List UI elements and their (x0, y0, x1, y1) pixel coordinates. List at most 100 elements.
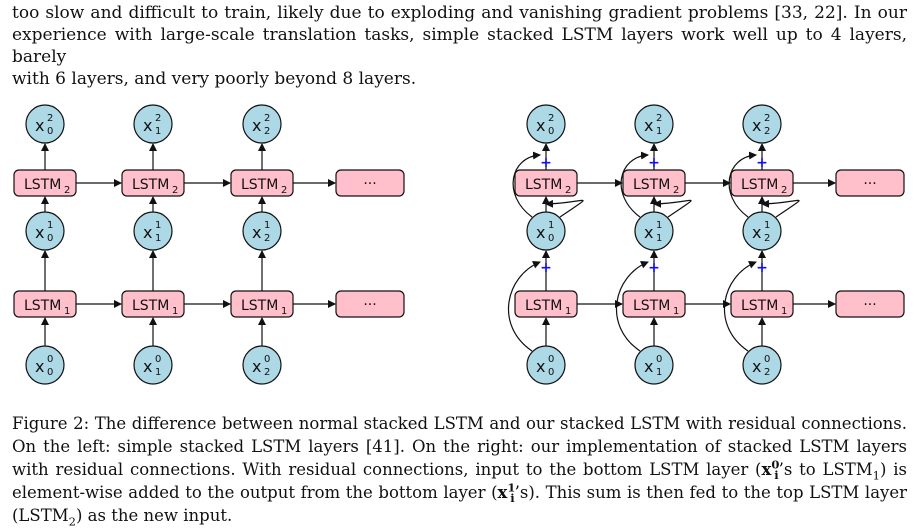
svg-text:2: 2 (264, 233, 270, 244)
plus-sign: + (648, 155, 660, 171)
svg-text:0: 0 (764, 354, 770, 365)
svg-text:1: 1 (155, 367, 161, 378)
svg-text:x: x (644, 357, 653, 376)
svg-text:0: 0 (656, 354, 662, 365)
svg-text:x: x (35, 223, 44, 242)
svg-text:LSTM: LSTM (241, 298, 278, 314)
svg-text:1: 1 (172, 306, 178, 317)
residual-arrow (545, 199, 584, 218)
caption-line: (LSTM2) as the new input. (12, 506, 233, 529)
svg-text:2: 2 (673, 185, 679, 196)
svg-text:LSTM: LSTM (24, 177, 61, 193)
svg-text:2: 2 (264, 113, 270, 124)
caption-line: On the left: simple stacked LSTM layers … (12, 437, 907, 456)
svg-text:LSTM: LSTM (633, 298, 670, 314)
svg-text:x: x (536, 223, 545, 242)
paragraph-line: experience with large-scale translation … (12, 25, 907, 67)
svg-text:0: 0 (47, 367, 53, 378)
residual-arrow (620, 151, 649, 218)
svg-text:0: 0 (264, 354, 270, 365)
caption-line: element-wise added to the output from th… (12, 480, 908, 506)
ellipsis-box: ··· (335, 290, 405, 318)
plus-sign: + (756, 260, 768, 276)
residual-arrow (512, 151, 541, 218)
svg-text:x: x (143, 223, 152, 242)
svg-text:0: 0 (47, 233, 53, 244)
svg-text:1: 1 (656, 233, 662, 244)
residual-arrow (723, 260, 757, 352)
svg-text:1: 1 (565, 306, 571, 317)
svg-text:1: 1 (281, 306, 287, 317)
plus-sign: + (756, 155, 768, 171)
svg-text:2: 2 (764, 233, 770, 244)
figure-caption: Figure 2: The difference between normal … (12, 412, 907, 527)
svg-text:x: x (252, 223, 261, 242)
svg-text:2: 2 (764, 367, 770, 378)
svg-text:1: 1 (155, 126, 161, 137)
svg-text:2: 2 (264, 126, 270, 137)
svg-text:1: 1 (64, 306, 70, 317)
residual-arrow (653, 199, 692, 218)
svg-text:x: x (752, 357, 761, 376)
svg-text:···: ··· (363, 297, 376, 313)
svg-text:x: x (752, 223, 761, 242)
svg-text:1: 1 (656, 367, 662, 378)
residual-arrow (615, 260, 649, 352)
svg-text:2: 2 (64, 185, 70, 196)
svg-text:LSTM: LSTM (24, 298, 61, 314)
svg-text:0: 0 (548, 233, 554, 244)
residual-arrow (728, 151, 757, 218)
svg-text:1: 1 (47, 220, 53, 231)
svg-text:LSTM: LSTM (741, 177, 778, 193)
svg-text:0: 0 (548, 367, 554, 378)
svg-text:LSTM: LSTM (132, 177, 169, 193)
paragraph-line: with 6 layers, and very poorly beyond 8 … (12, 69, 417, 89)
plus-sign: + (540, 260, 552, 276)
residual-arrow (761, 199, 800, 218)
ellipsis-box: ··· (835, 169, 905, 197)
svg-text:LSTM: LSTM (633, 177, 670, 193)
plus-sign: + (648, 260, 660, 276)
svg-text:1: 1 (673, 306, 679, 317)
svg-text:x: x (536, 357, 545, 376)
svg-text:x: x (143, 357, 152, 376)
svg-text:LSTM: LSTM (525, 298, 562, 314)
svg-text:2: 2 (656, 113, 662, 124)
svg-text:1: 1 (155, 220, 161, 231)
svg-text:1: 1 (155, 233, 161, 244)
svg-text:2: 2 (565, 185, 571, 196)
svg-text:1: 1 (548, 220, 554, 231)
svg-text:x: x (536, 116, 545, 135)
ellipsis-box: ··· (835, 290, 905, 318)
svg-text:1: 1 (781, 306, 787, 317)
svg-text:2: 2 (155, 113, 161, 124)
svg-text:0: 0 (155, 354, 161, 365)
svg-text:0: 0 (47, 126, 53, 137)
svg-text:x: x (252, 116, 261, 135)
svg-text:LSTM: LSTM (525, 177, 562, 193)
svg-text:x: x (752, 116, 761, 135)
